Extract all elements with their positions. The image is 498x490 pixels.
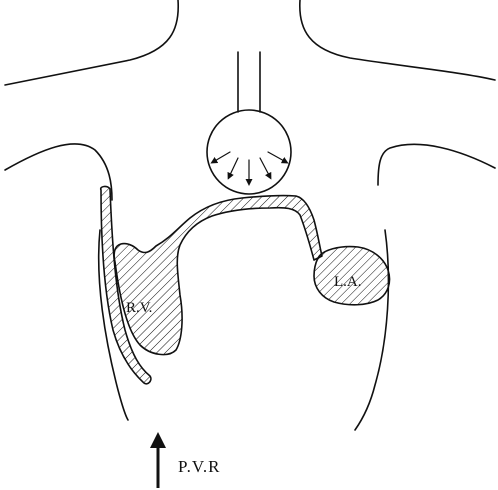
- pvr-label: P.V.R: [178, 457, 221, 476]
- right-armpit-contour: [378, 144, 495, 185]
- rv-label: R.V.: [126, 300, 152, 316]
- pressure-arrow-1: [213, 152, 230, 162]
- left-armpit-contour: [5, 144, 112, 200]
- pressure-arrow-5: [268, 152, 286, 162]
- la-label: L.A.: [334, 274, 362, 290]
- body-outline-left: [5, 0, 178, 85]
- arrow-up-head: [150, 432, 166, 448]
- right-ventricle-chamber: [114, 196, 322, 355]
- body-outline-right: [300, 0, 495, 80]
- pressure-arrow-2: [229, 158, 238, 177]
- pressure-arrow-4: [260, 158, 270, 177]
